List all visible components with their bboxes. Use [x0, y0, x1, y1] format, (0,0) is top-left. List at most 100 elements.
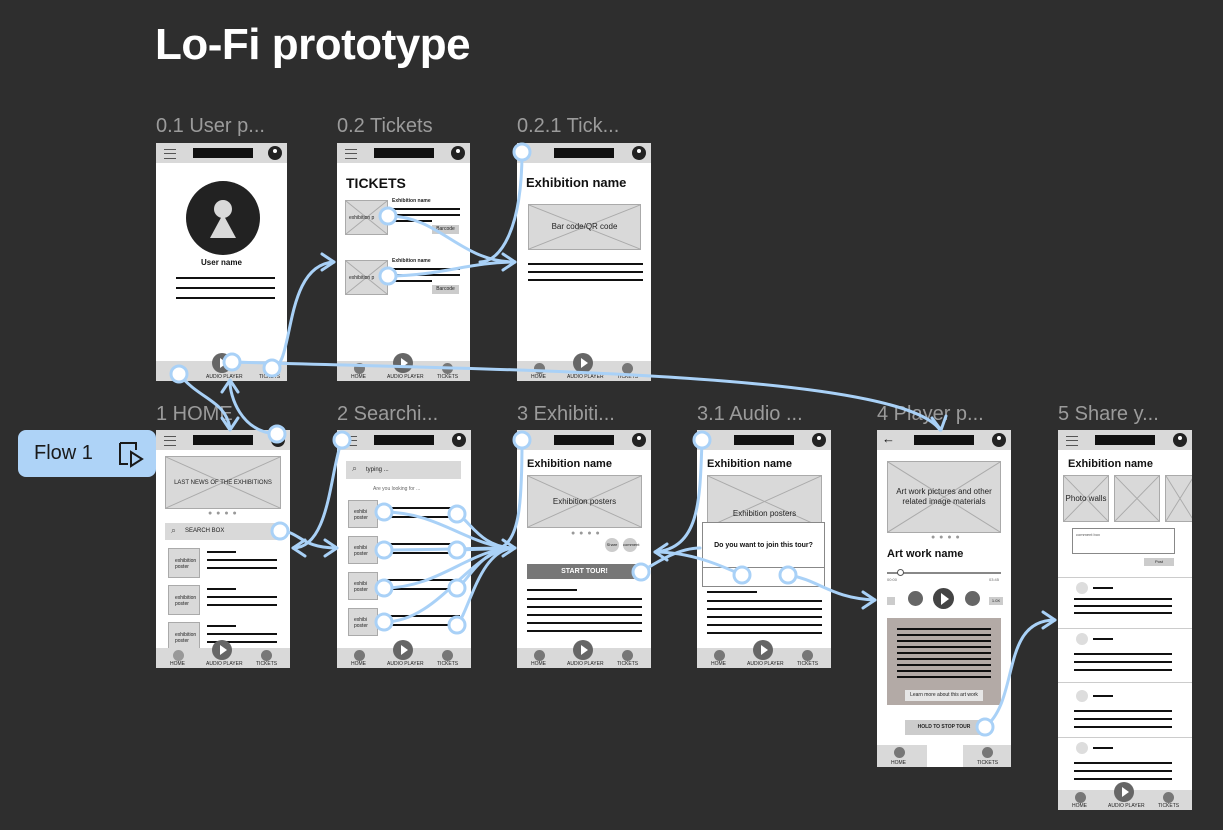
- audio-player-button[interactable]: [573, 640, 593, 660]
- user-icon[interactable]: [452, 433, 466, 447]
- frame-label-share[interactable]: 5 Share y...: [1058, 403, 1159, 425]
- audio-player-button[interactable]: [212, 353, 232, 373]
- flow-1-label: Flow 1: [34, 442, 93, 464]
- menu-icon[interactable]: [164, 149, 176, 159]
- user-icon[interactable]: [632, 146, 646, 160]
- bottom-nav: AUDIO PLAYER TICKETS: [156, 353, 287, 381]
- user-icon[interactable]: [271, 433, 285, 447]
- search-box[interactable]: ⌕SEARCH BOX: [165, 523, 281, 540]
- back-arrow-icon[interactable]: ←: [882, 431, 895, 446]
- photo-wall[interactable]: [1165, 475, 1192, 522]
- audio-player-button[interactable]: [393, 353, 413, 373]
- user-icon[interactable]: [1173, 433, 1187, 447]
- user-icon[interactable]: [812, 433, 826, 447]
- frame-label-search[interactable]: 2 Searchi...: [337, 403, 439, 425]
- frame-search[interactable]: ⌕typing ... Are you looking for ... exhi…: [337, 430, 471, 668]
- frame-label-tickets[interactable]: 0.2 Tickets: [337, 115, 433, 137]
- tickets-nav-button[interactable]: [442, 363, 453, 374]
- tickets-nav-button[interactable]: [982, 747, 993, 758]
- tickets-nav-button[interactable]: [622, 650, 633, 661]
- artwork-images[interactable]: Art work pictures and other related imag…: [887, 461, 1001, 533]
- home-nav-button[interactable]: [1075, 792, 1086, 803]
- search-result-poster[interactable]: exhibi poster: [348, 608, 378, 636]
- frame-share[interactable]: Exhibition name Photo walls comment box …: [1058, 430, 1192, 810]
- news-banner[interactable]: LAST NEWS OF THE EXHIBITIONS: [165, 456, 281, 509]
- next-icon[interactable]: [965, 591, 980, 606]
- home-nav-button[interactable]: [354, 650, 365, 661]
- audio-player-button[interactable]: [212, 640, 232, 660]
- bottom-nav: HOME AUDIO PLAYER TICKETS: [697, 640, 831, 668]
- flow-1-button[interactable]: Flow 1: [18, 430, 156, 477]
- user-icon[interactable]: [451, 146, 465, 160]
- home-nav-button[interactable]: [534, 650, 545, 661]
- user-icon[interactable]: [992, 433, 1006, 447]
- barcode-button[interactable]: Barcode: [432, 285, 459, 294]
- frame-label-audio[interactable]: 3.1 Audio ...: [697, 403, 803, 425]
- tickets-nav-button[interactable]: [622, 363, 633, 374]
- play-icon[interactable]: [933, 588, 954, 609]
- frame-player[interactable]: ← Art work pictures and other related im…: [877, 430, 1011, 767]
- user-icon[interactable]: [268, 146, 282, 160]
- menu-icon[interactable]: [345, 149, 357, 159]
- exhibition-posters[interactable]: Exhibition posters: [527, 475, 642, 528]
- search-result-poster[interactable]: exhibi poster: [348, 536, 378, 564]
- start-tour-button[interactable]: START TOUR!: [527, 564, 642, 579]
- frame-tickets[interactable]: TICKETS exhibition p Exhibition name Bar…: [337, 143, 470, 381]
- user-icon[interactable]: [632, 433, 646, 447]
- photo-wall[interactable]: Photo walls: [1063, 475, 1109, 522]
- progress-bar[interactable]: [887, 569, 1001, 576]
- menu-icon[interactable]: [345, 436, 357, 446]
- barcode-button[interactable]: Barcode: [432, 225, 459, 234]
- frame-exhibition[interactable]: Exhibition name Exhibition posters ● ● ●…: [517, 430, 651, 668]
- hold-to-stop-button[interactable]: HOLD TO STOP TOUR: [905, 720, 983, 735]
- loop-icon[interactable]: [887, 597, 895, 605]
- speed-button[interactable]: 1.0X: [989, 597, 1003, 605]
- frame-label-ticket-detail[interactable]: 0.2.1 Tick...: [517, 115, 620, 137]
- audio-player-button[interactable]: [393, 640, 413, 660]
- frame-user-profile[interactable]: User name AUDIO PLAYER TICKETS: [156, 143, 287, 381]
- frame-ticket-detail[interactable]: Exhibition name Bar code/QR code HOME AU…: [517, 143, 651, 381]
- audio-player-button[interactable]: [753, 640, 773, 660]
- learn-more-button[interactable]: Learn more about this art work: [905, 690, 983, 701]
- tickets-nav-button[interactable]: [1163, 792, 1174, 803]
- artwork-name: Art work name: [887, 548, 964, 560]
- home-nav-button[interactable]: [173, 650, 184, 661]
- home-nav-button[interactable]: [534, 363, 545, 374]
- play-flow-icon: [119, 442, 144, 468]
- home-nav-button[interactable]: [714, 650, 725, 661]
- ticket-poster-1[interactable]: exhibition p: [345, 200, 388, 235]
- home-nav-button[interactable]: [894, 747, 905, 758]
- tickets-nav-button[interactable]: [802, 650, 813, 661]
- photo-wall[interactable]: [1114, 475, 1160, 522]
- ticket-poster-2[interactable]: exhibition p: [345, 260, 388, 295]
- comment-button[interactable]: comment: [623, 538, 639, 552]
- frame-label-exhibition[interactable]: 3 Exhibiti...: [517, 403, 615, 425]
- search-result-poster[interactable]: exhibi poster: [348, 572, 378, 600]
- frame-label-home[interactable]: 1 HOME: [156, 403, 233, 425]
- frame-audio[interactable]: Exhibition name Exhibition posters Do yo…: [697, 430, 831, 668]
- frame-home[interactable]: LAST NEWS OF THE EXHIBITIONS ● ● ● ● ⌕SE…: [156, 430, 290, 668]
- bottom-nav: HOME TICKETS: [877, 745, 1011, 767]
- menu-icon[interactable]: [1066, 436, 1078, 446]
- join-tour-dialog[interactable]: Do you want to join this tour?: [702, 522, 825, 587]
- home-nav-button[interactable]: [354, 363, 365, 374]
- search-result-poster[interactable]: exhibi poster: [348, 500, 378, 528]
- avatar: [1076, 633, 1088, 645]
- bottom-nav: HOME AUDIO PLAYER TICKETS: [517, 353, 651, 381]
- exhibition-poster[interactable]: exhibition poster: [168, 548, 200, 578]
- audio-player-button[interactable]: [1114, 782, 1134, 802]
- search-input[interactable]: ⌕typing ...: [346, 461, 461, 479]
- tickets-nav-button[interactable]: [261, 650, 272, 661]
- exhibition-poster[interactable]: exhibition poster: [168, 622, 200, 652]
- post-button[interactable]: Post: [1144, 558, 1174, 566]
- frame-label-player[interactable]: 4 Player p...: [877, 403, 984, 425]
- audio-player-button[interactable]: [573, 353, 593, 373]
- comment-input[interactable]: comment box: [1072, 528, 1175, 554]
- previous-icon[interactable]: [908, 591, 923, 606]
- bottom-nav: HOME AUDIO PLAYER TICKETS: [156, 640, 290, 668]
- tickets-nav-button[interactable]: [442, 650, 453, 661]
- share-button[interactable]: Share: [605, 538, 619, 552]
- menu-icon[interactable]: [164, 436, 176, 446]
- frame-label-user[interactable]: 0.1 User p...: [156, 115, 265, 137]
- exhibition-poster[interactable]: exhibition poster: [168, 585, 200, 615]
